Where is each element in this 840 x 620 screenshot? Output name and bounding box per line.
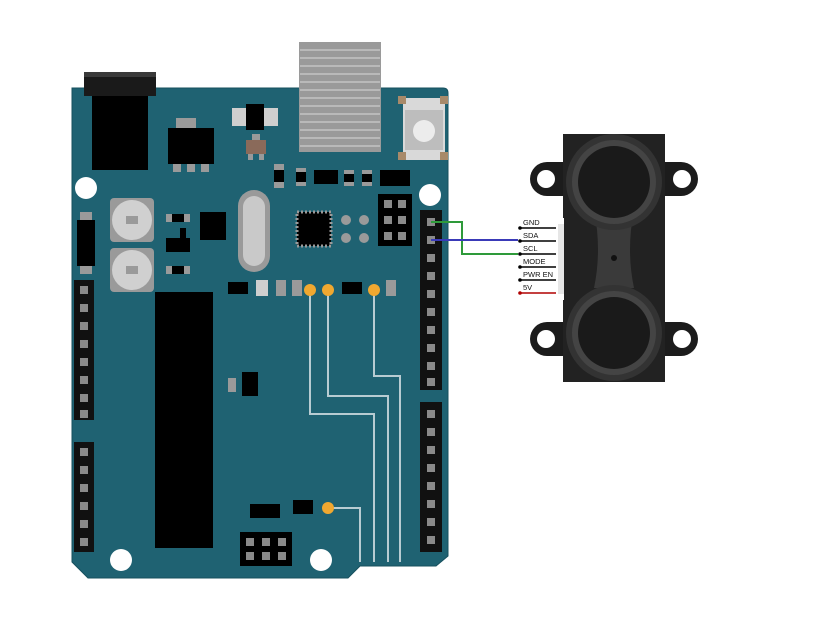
fuse: [77, 220, 95, 266]
led-tx: [322, 284, 334, 296]
mounting-hole: [419, 184, 441, 206]
pin-label: SCL: [523, 244, 538, 253]
pin-label: 5V: [523, 283, 532, 292]
left-pin-header: [74, 280, 94, 552]
sensor-pin-row: GND SDA SCL MODE PWR EN 5V: [518, 218, 556, 295]
pin-label: SDA: [523, 231, 538, 240]
small-components-center: [228, 372, 313, 518]
pin-gnd: GND: [518, 218, 556, 230]
transistor: [246, 134, 266, 160]
capacitor: [110, 248, 154, 292]
lidar-sensor: [518, 134, 698, 382]
led-on: [322, 502, 334, 514]
pin-mode: MODE: [518, 257, 556, 269]
crystal-oscillator: [238, 190, 270, 272]
pin-5v: 5V: [518, 283, 556, 295]
usb-interface-chip: [295, 210, 333, 248]
pin-pwr-en: PWR EN: [518, 270, 556, 282]
lens-transmit: [566, 134, 662, 230]
led-resistors: [228, 280, 396, 296]
diode: [232, 104, 278, 130]
scl-wire: [431, 221, 520, 255]
led-indicators: [304, 284, 380, 514]
mounting-hole: [75, 177, 97, 199]
led-l: [304, 284, 316, 296]
lens-receive: [566, 285, 662, 381]
pin-label: GND: [523, 218, 540, 227]
arduino-board: [71, 42, 449, 579]
wires: [431, 221, 520, 255]
icsp-header-bottom: [240, 532, 292, 566]
small-components-left: [166, 212, 226, 274]
pin-sda: SDA: [518, 231, 556, 243]
reset-button[interactable]: [398, 96, 448, 160]
pin-label: MODE: [523, 257, 546, 266]
test-pads: [341, 215, 369, 243]
mounting-hole: [110, 549, 132, 571]
smd-components-top: [274, 164, 410, 188]
pin-scl: SCL: [518, 244, 556, 256]
capacitor: [110, 198, 154, 242]
voltage-regulator: [168, 118, 214, 172]
right-pin-header: [420, 210, 442, 552]
mounting-hole: [310, 549, 332, 571]
power-jack: [84, 72, 156, 170]
icsp-header: [378, 194, 412, 246]
microcontroller-chip: [155, 292, 213, 548]
pin-label: PWR EN: [523, 270, 553, 279]
led-traces: [309, 292, 401, 562]
led-rx: [368, 284, 380, 296]
